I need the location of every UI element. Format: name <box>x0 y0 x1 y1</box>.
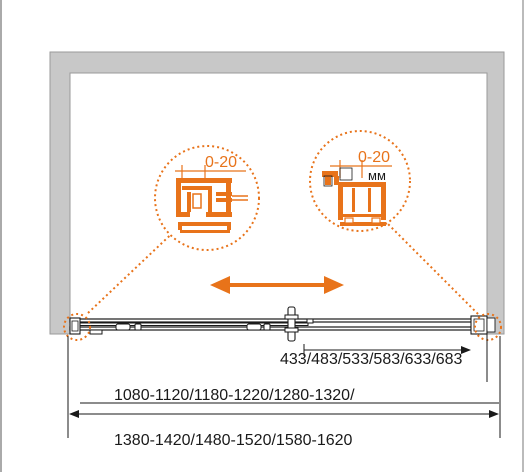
fixed-panel-dimension: 433/483/533/583/633/683 <box>280 330 488 382</box>
left-range-label: 0-20 <box>205 154 237 171</box>
left-callout-leader <box>87 223 183 314</box>
door-track <box>69 318 488 335</box>
right-end-marker-circle <box>474 313 502 341</box>
opening-widths-line-1: 1080-1120/1180-1220/1280-1320/ <box>114 387 355 404</box>
opening-dimension: 1080-1120/1180-1220/1280-1320/ 1380-1420… <box>67 336 501 449</box>
right-detail-callout: 0-20 мм <box>309 130 411 232</box>
opening-widths-line-2: 1380-1420/1480-1520/1580-1620 <box>114 432 353 449</box>
right-callout-leader <box>387 223 479 315</box>
sliding-direction-arrow <box>210 276 344 294</box>
left-end-marker-circle <box>63 313 91 341</box>
right-range-label: 0-20 <box>358 149 390 166</box>
left-detail-callout: 0-20 <box>154 145 260 251</box>
right-wall-profile <box>470 315 496 335</box>
left-wall-profile <box>69 317 81 335</box>
right-unit-label: мм <box>368 168 386 183</box>
wall-niche <box>49 51 505 335</box>
fixed-panel-widths-label: 433/483/533/583/633/683 <box>280 351 463 368</box>
door-handle <box>284 306 299 342</box>
